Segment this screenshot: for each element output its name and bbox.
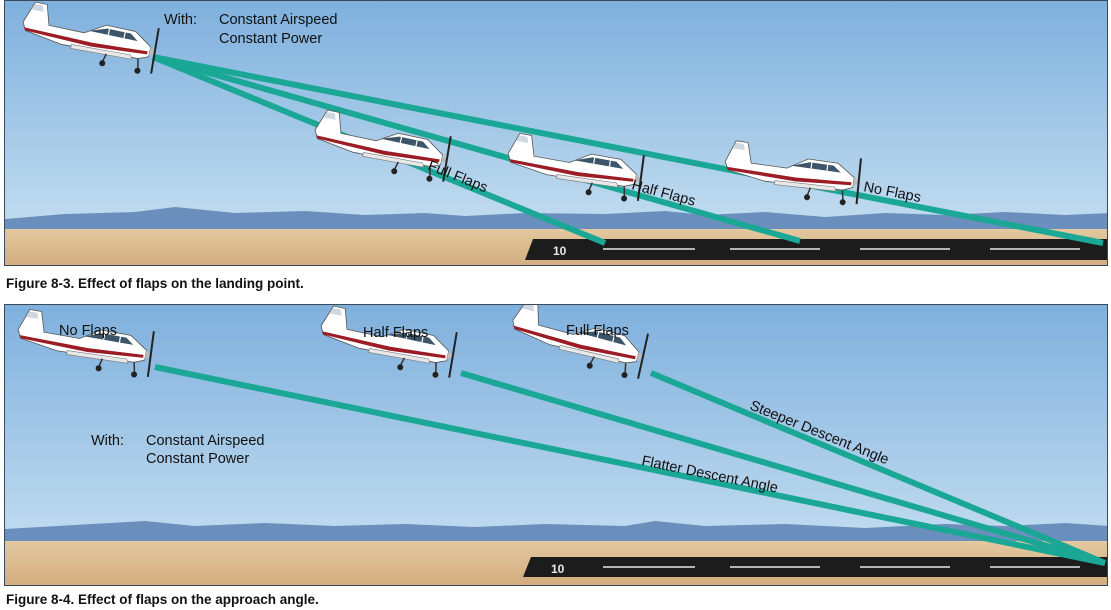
no-flaps-path — [154, 364, 1106, 566]
figure-8-3-caption: Figure 8-3. Effect of flaps on the landi… — [6, 276, 304, 291]
with-label: With: — [164, 12, 197, 28]
with-label: With: — [91, 433, 124, 449]
constant-airspeed-label: Constant Airspeed — [146, 433, 265, 449]
constant-airspeed-label: Constant Airspeed — [219, 12, 338, 28]
steeper-descent-path — [649, 370, 1107, 566]
half-flaps-label: Half Flaps — [363, 325, 428, 341]
no-flaps-path — [152, 54, 1104, 246]
constant-power-label: Constant Power — [146, 451, 249, 467]
svg-text:10: 10 — [551, 562, 565, 576]
constant-power-label: Constant Power — [219, 31, 322, 47]
no-flaps-label: No Flaps — [59, 323, 117, 339]
half-flaps-path — [152, 54, 801, 244]
svg-text:10: 10 — [553, 244, 567, 258]
figure-8-4-diagram: 10 No Flaps Half Flaps Full Flaps With: … — [5, 305, 1107, 585]
figure-8-3-panel: 10 With: Constant Airspeed Constant Powe… — [4, 0, 1108, 266]
figure-8-3-diagram: 10 With: Constant Airspeed Constant Powe… — [5, 1, 1107, 265]
runway-icon: 10 — [523, 557, 1107, 577]
half-flaps-path — [460, 370, 1106, 566]
runway-icon: 10 — [525, 239, 1107, 260]
figure-8-4-panel: 10 No Flaps Half Flaps Full Flaps With: … — [4, 304, 1108, 586]
full-flaps-label: Full Flaps — [566, 323, 629, 339]
figure-8-4-caption: Figure 8-4. Effect of flaps on the appro… — [6, 592, 319, 607]
